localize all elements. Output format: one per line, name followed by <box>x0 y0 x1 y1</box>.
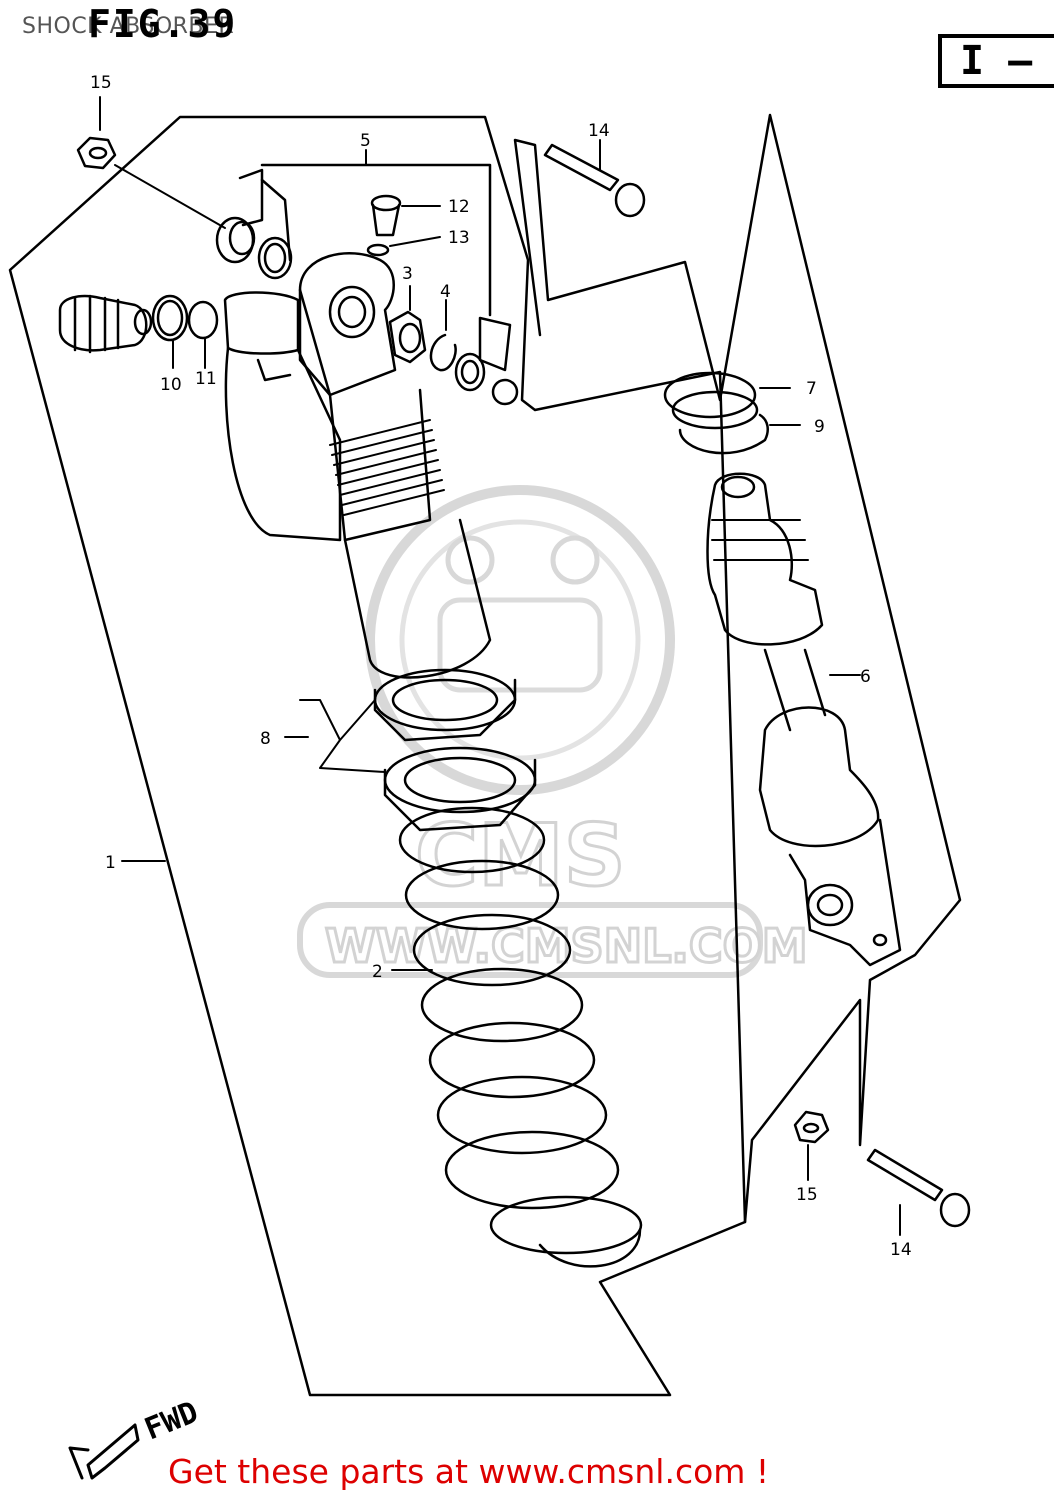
diagram-title: SHOCK ABSORBER <box>22 14 235 39</box>
part-5-collar-set <box>215 149 512 372</box>
callout-3: 3 <box>402 264 413 284</box>
part-4-circlip <box>429 299 457 372</box>
shock-body-lower <box>343 518 492 679</box>
part-12-bolt <box>370 194 441 237</box>
part-11-oring <box>187 300 219 369</box>
callout-14-bottom: 14 <box>890 1240 912 1260</box>
leader-8 <box>284 699 386 773</box>
part-14-bolt-top <box>543 139 646 218</box>
callout-4: 4 <box>440 282 451 302</box>
oil-seal-inner <box>460 359 480 385</box>
watermark-logo: CMS <box>415 806 626 906</box>
callout-13: 13 <box>448 228 470 248</box>
callout-12: 12 <box>448 197 470 217</box>
part-10-oring <box>151 294 189 369</box>
assembly-outline <box>8 115 747 1397</box>
part-15-nut-bottom <box>793 1110 830 1181</box>
part-13-washer <box>366 236 441 257</box>
callout-14-top: 14 <box>588 121 610 141</box>
callout-15-bottom: 15 <box>796 1185 818 1205</box>
fwd-arrow-icon <box>68 1423 140 1480</box>
callout-15-top: 15 <box>90 73 112 93</box>
watermark-url: WWW.CMSNL.COM <box>325 919 808 973</box>
section-tag: I – <box>938 34 1054 88</box>
callout-labels: 15 14 5 12 13 3 4 10 11 7 9 6 8 1 2 15 1… <box>90 73 912 1260</box>
callout-9: 9 <box>814 417 825 437</box>
oil-seal <box>454 352 486 392</box>
figure-number: FIG.39 <box>88 2 238 46</box>
callout-2: 2 <box>372 962 383 982</box>
callout-8: 8 <box>260 729 271 749</box>
fwd-label: FWD <box>140 1395 203 1448</box>
collar-small <box>491 378 519 406</box>
part-15-nut-top <box>76 96 226 229</box>
part-8-lock-nut-upper <box>373 668 517 742</box>
callout-1: 1 <box>105 853 116 873</box>
callout-5: 5 <box>360 131 371 151</box>
cmsnl-link[interactable]: Get these parts at www.cmsnl.com ! <box>168 1452 770 1491</box>
shock-body-thread <box>329 419 445 516</box>
part-7-spring-seat <box>663 371 791 430</box>
part-14-bolt-bottom <box>866 1148 971 1236</box>
shock-body-top <box>298 252 432 542</box>
reservoir-tank <box>223 291 342 542</box>
damper-outline <box>513 113 962 1224</box>
part-8-lock-nut-lower <box>383 746 537 832</box>
part-6-damper-rod <box>706 472 902 967</box>
part-2-spring <box>398 806 643 1268</box>
part-9-stopper-ring <box>678 413 801 455</box>
part-3-bush <box>388 285 427 364</box>
callout-6: 6 <box>860 667 871 687</box>
cmsnl-watermark: CMS WWW.CMSNL.COM <box>297 485 809 978</box>
adjuster-knob <box>58 294 153 354</box>
callout-10: 10 <box>160 375 182 395</box>
callout-11: 11 <box>195 369 217 389</box>
callout-7: 7 <box>806 379 817 399</box>
